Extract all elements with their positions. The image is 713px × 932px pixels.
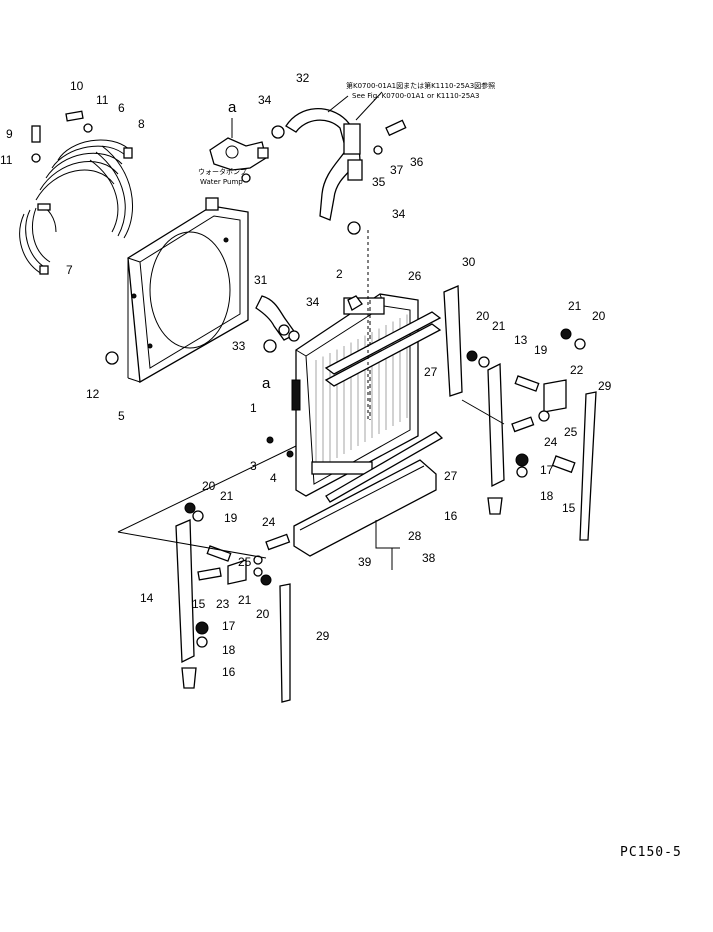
callout-c7: 7 bbox=[66, 263, 73, 277]
callout-c34a: 34 bbox=[258, 93, 272, 107]
callout-c10: 10 bbox=[70, 79, 84, 93]
callout-c20c: 20 bbox=[202, 479, 216, 493]
callout-c29a: 29 bbox=[598, 379, 612, 393]
callout-c28: 28 bbox=[408, 529, 422, 543]
upper-hose-part bbox=[285, 108, 363, 221]
reference-a-top: a bbox=[228, 99, 237, 116]
callout-c34c: 34 bbox=[306, 295, 320, 309]
callout-c8: 8 bbox=[138, 117, 145, 131]
callout-c3: 3 bbox=[250, 459, 257, 473]
callout-c15b: 15 bbox=[192, 597, 206, 611]
callout-c20b: 20 bbox=[592, 309, 606, 323]
see-fig-note-jp: 第K0700-01A1図または第K1110-25A3図参照 bbox=[346, 81, 495, 90]
callout-c17a: 17 bbox=[540, 463, 554, 477]
callout-c6: 6 bbox=[118, 101, 125, 115]
callout-c20a: 20 bbox=[476, 309, 490, 323]
callout-c24b: 24 bbox=[262, 515, 276, 529]
callout-c18b: 18 bbox=[222, 643, 236, 657]
callout-c21d: 21 bbox=[238, 593, 252, 607]
callout-labels: 1011689117323436373534313423312513426302… bbox=[0, 71, 612, 679]
right-bracket-part bbox=[466, 328, 597, 541]
callout-c14: 14 bbox=[140, 591, 154, 605]
callout-c31: 31 bbox=[254, 273, 268, 287]
callout-c32: 32 bbox=[296, 71, 310, 85]
callout-c19b: 19 bbox=[224, 511, 238, 525]
callout-c24a: 24 bbox=[544, 435, 558, 449]
callout-c21c: 21 bbox=[220, 489, 234, 503]
callout-c34b: 34 bbox=[392, 207, 406, 221]
callout-c25b: 25 bbox=[238, 555, 252, 569]
callout-c13: 13 bbox=[514, 333, 528, 347]
callout-c20d: 20 bbox=[256, 607, 270, 621]
callout-c17b: 17 bbox=[222, 619, 236, 633]
callout-c16b: 16 bbox=[222, 665, 236, 679]
callout-c38: 38 bbox=[422, 551, 436, 565]
left-bracket-part bbox=[175, 502, 291, 703]
fan-guard-part bbox=[19, 139, 134, 275]
see-fig-note-en: See Fig. K0700-01A1 or K1110-25A3 bbox=[352, 92, 479, 100]
cross-bars-part bbox=[293, 311, 444, 557]
callout-c1: 1 bbox=[250, 401, 257, 415]
fan-shroud-part bbox=[127, 197, 249, 384]
water-pump-label-en: Water Pump bbox=[200, 178, 243, 186]
callout-c9: 9 bbox=[6, 127, 13, 141]
callout-c26: 26 bbox=[408, 269, 422, 283]
callout-c11a: 11 bbox=[96, 93, 109, 107]
callout-c19a: 19 bbox=[534, 343, 548, 357]
rear-strip-part bbox=[443, 285, 463, 397]
callout-c2: 2 bbox=[336, 267, 343, 281]
callout-c35: 35 bbox=[372, 175, 386, 189]
drawing-code: PC150-5 bbox=[620, 845, 682, 860]
callout-c21b: 21 bbox=[568, 299, 582, 313]
callout-c25a: 25 bbox=[564, 425, 578, 439]
callout-c36: 36 bbox=[410, 155, 424, 169]
reference-a-bottom: a bbox=[262, 375, 271, 392]
callout-c33: 33 bbox=[232, 339, 246, 353]
misc-hardware-part bbox=[31, 110, 407, 570]
callout-c39: 39 bbox=[358, 555, 372, 569]
callout-c16a: 16 bbox=[444, 509, 458, 523]
callout-c4: 4 bbox=[270, 471, 277, 485]
callout-c12: 12 bbox=[86, 387, 100, 401]
callout-c18a: 18 bbox=[540, 489, 554, 503]
radiator-core-part bbox=[291, 293, 419, 497]
leader-lines bbox=[117, 91, 505, 559]
callout-c27b: 27 bbox=[444, 469, 458, 483]
water-pump-part bbox=[209, 118, 269, 183]
callout-c21a: 21 bbox=[492, 319, 506, 333]
callout-c15a: 15 bbox=[562, 501, 576, 515]
callout-c23: 23 bbox=[216, 597, 230, 611]
callout-c22: 22 bbox=[570, 363, 584, 377]
callout-c29b: 29 bbox=[316, 629, 330, 643]
callout-c27a: 27 bbox=[424, 365, 438, 379]
callout-c5: 5 bbox=[118, 409, 125, 423]
callout-c30: 30 bbox=[462, 255, 476, 269]
water-pump-label-jp: ウォータポンプ bbox=[198, 167, 247, 176]
callout-c37: 37 bbox=[390, 163, 404, 177]
callout-c11b: 11 bbox=[0, 153, 13, 167]
